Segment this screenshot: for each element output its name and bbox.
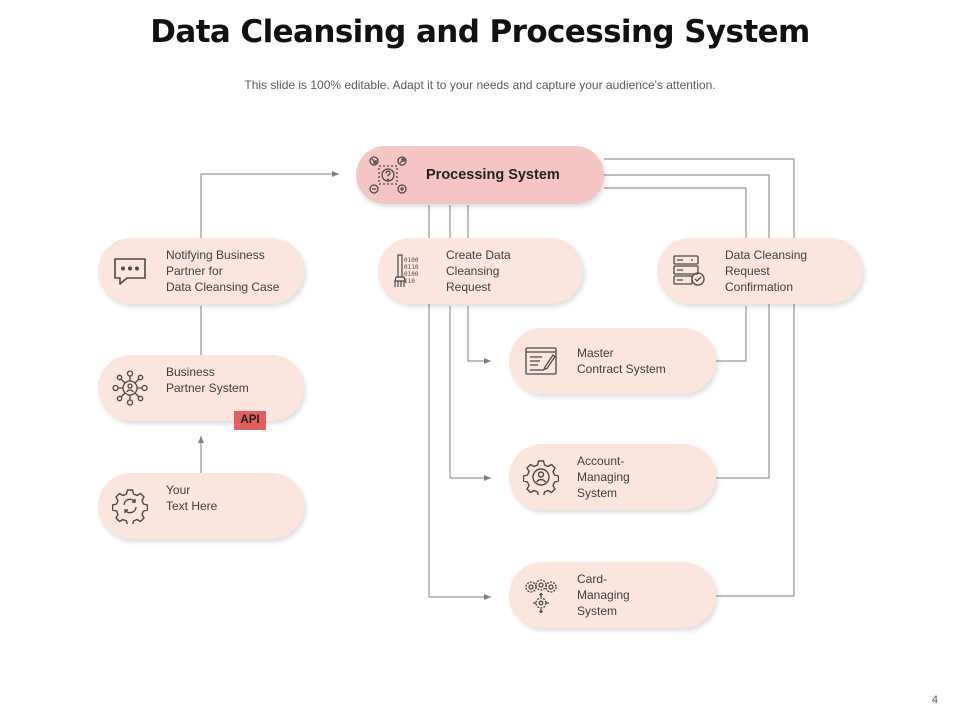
chat-bubble-icon (112, 253, 148, 289)
gears-network-icon (523, 577, 559, 614)
card-managing-node[interactable]: Card- Managing System (509, 562, 716, 628)
processing-system-label: Processing System (426, 167, 560, 183)
api-badge: API (234, 411, 266, 430)
master-contract-label: Master Contract System (577, 346, 666, 376)
server-check-icon (671, 253, 707, 289)
your-text-label: Your Text Here (166, 483, 218, 513)
business-partner-node[interactable]: Business Partner System (98, 355, 304, 421)
svg-text:0110: 0110 (404, 264, 419, 271)
create-request-label: Create Data Cleansing Request (446, 248, 511, 294)
account-managing-node[interactable]: Account- Managing System (509, 444, 716, 510)
create-request-node[interactable]: 0100 0110 0100 110 Create Data Cleansing… (378, 238, 583, 304)
request-confirmation-label: Data Cleansing Request Confirmation (725, 248, 808, 294)
gear-user-icon (522, 459, 560, 497)
your-text-node[interactable]: Your Text Here (98, 473, 304, 539)
request-confirmation-node[interactable]: Data Cleansing Request Confirmation (657, 238, 863, 304)
business-partner-label: Business Partner System (166, 365, 249, 395)
binary-brush-icon: 0100 0110 0100 110 (392, 253, 428, 289)
network-person-icon (112, 370, 148, 406)
svg-text:110: 110 (404, 278, 415, 285)
connector-processing-to-card (428, 205, 491, 600)
page-title: Data Cleansing and Processing System (150, 14, 810, 50)
svg-text:0100: 0100 (404, 271, 419, 278)
page-subtitle: This slide is 100% editable. Adapt it to… (244, 78, 716, 92)
contract-pen-icon (523, 343, 559, 379)
connector-create-to-account (449, 306, 491, 481)
notifying-partner-label: Notifying Business Partner for Data Clea… (166, 248, 280, 294)
process-question-icon (368, 155, 408, 195)
connector-confirmation-to-master (716, 306, 747, 362)
gear-refresh-icon (111, 488, 149, 526)
connector-processing-to-confirmation (604, 187, 747, 238)
notifying-partner-node[interactable]: Notifying Business Partner for Data Clea… (98, 238, 304, 304)
connector-notify-to-processing (200, 171, 339, 238)
connector-processing-to-card-right (604, 158, 795, 597)
connector-create-to-master (467, 306, 491, 364)
processing-system-node[interactable]: Processing System (356, 146, 604, 204)
page-number: 4 (931, 694, 938, 706)
connector-processing-to-account (604, 174, 770, 479)
account-managing-label: Account- Managing System (577, 454, 630, 500)
master-contract-node[interactable]: Master Contract System (509, 328, 716, 394)
card-managing-label: Card- Managing System (577, 572, 630, 618)
svg-text:0100: 0100 (404, 257, 419, 264)
